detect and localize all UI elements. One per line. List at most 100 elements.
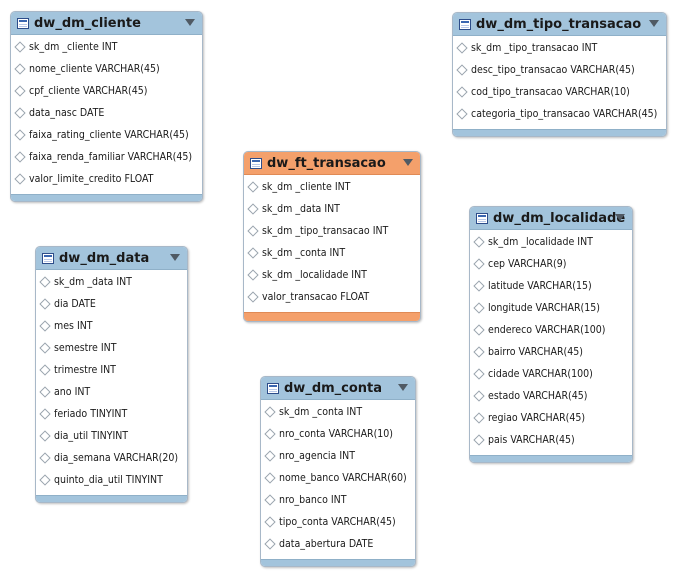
table-header[interactable]: dw_dm_cliente (11, 12, 202, 35)
collapse-arrow-icon[interactable] (615, 214, 625, 221)
table-header[interactable]: dw_ft_transacao (244, 152, 420, 175)
table-footer (244, 312, 420, 321)
collapse-arrow-icon[interactable] (649, 20, 659, 27)
column-type: VARCHAR(45) (523, 390, 588, 402)
table-footer (470, 455, 632, 462)
column-type: VARCHAR(45) (592, 108, 658, 120)
column-name: nro_banco (279, 494, 328, 506)
column-diamond-icon (473, 390, 485, 402)
column-diamond-icon (264, 516, 276, 528)
table-title: dw_dm_localidade (493, 210, 626, 226)
column-name: tipo_conta (279, 516, 329, 528)
column-name: mes (54, 320, 74, 332)
collapse-arrow-icon[interactable] (170, 254, 180, 261)
column-diamond-icon (14, 107, 26, 119)
column-type: VARCHAR(10) (565, 86, 630, 98)
column-name: sk_dm _cliente (262, 181, 332, 193)
column-diamond-icon (264, 472, 276, 484)
column-name: semestre (54, 342, 98, 354)
column-diamond-icon (473, 412, 485, 424)
column-type: VARCHAR(60) (342, 472, 407, 484)
collapse-arrow-icon[interactable] (398, 384, 408, 391)
collapse-arrow-icon[interactable] (185, 19, 195, 26)
table-icon (250, 157, 262, 169)
column-type: VARCHAR(15) (527, 280, 592, 292)
column-name: cep (488, 258, 506, 270)
column-type: DATE (348, 538, 374, 550)
column-name: sk_dm _tipo_transacao (262, 225, 370, 237)
column-name: sk_dm _conta (279, 406, 344, 418)
column-diamond-icon (39, 298, 51, 310)
column-diamond-icon (39, 276, 51, 288)
table-header[interactable]: dw_dm_localidade (470, 207, 632, 230)
column-type: TINYINT (91, 430, 129, 442)
column-type: INT (329, 247, 346, 259)
column-type: VARCHAR(45) (124, 129, 189, 141)
column-name: feriado (54, 408, 88, 420)
column-name: trimestre (54, 364, 98, 376)
table-header[interactable]: dw_dm_tipo_transacao (453, 13, 666, 36)
column-name: valor_transacao (262, 291, 338, 303)
column-diamond-icon (473, 236, 485, 248)
table-header[interactable]: dw_dm_conta (261, 377, 415, 400)
column-type: VARCHAR(9) (508, 258, 567, 270)
table-header[interactable]: dw_dm_data (36, 247, 187, 270)
column-type: INT (100, 342, 117, 354)
table-footer (261, 559, 415, 566)
column-diamond-icon (264, 450, 276, 462)
collapse-arrow-icon[interactable] (403, 159, 413, 166)
table-icon (17, 17, 29, 29)
